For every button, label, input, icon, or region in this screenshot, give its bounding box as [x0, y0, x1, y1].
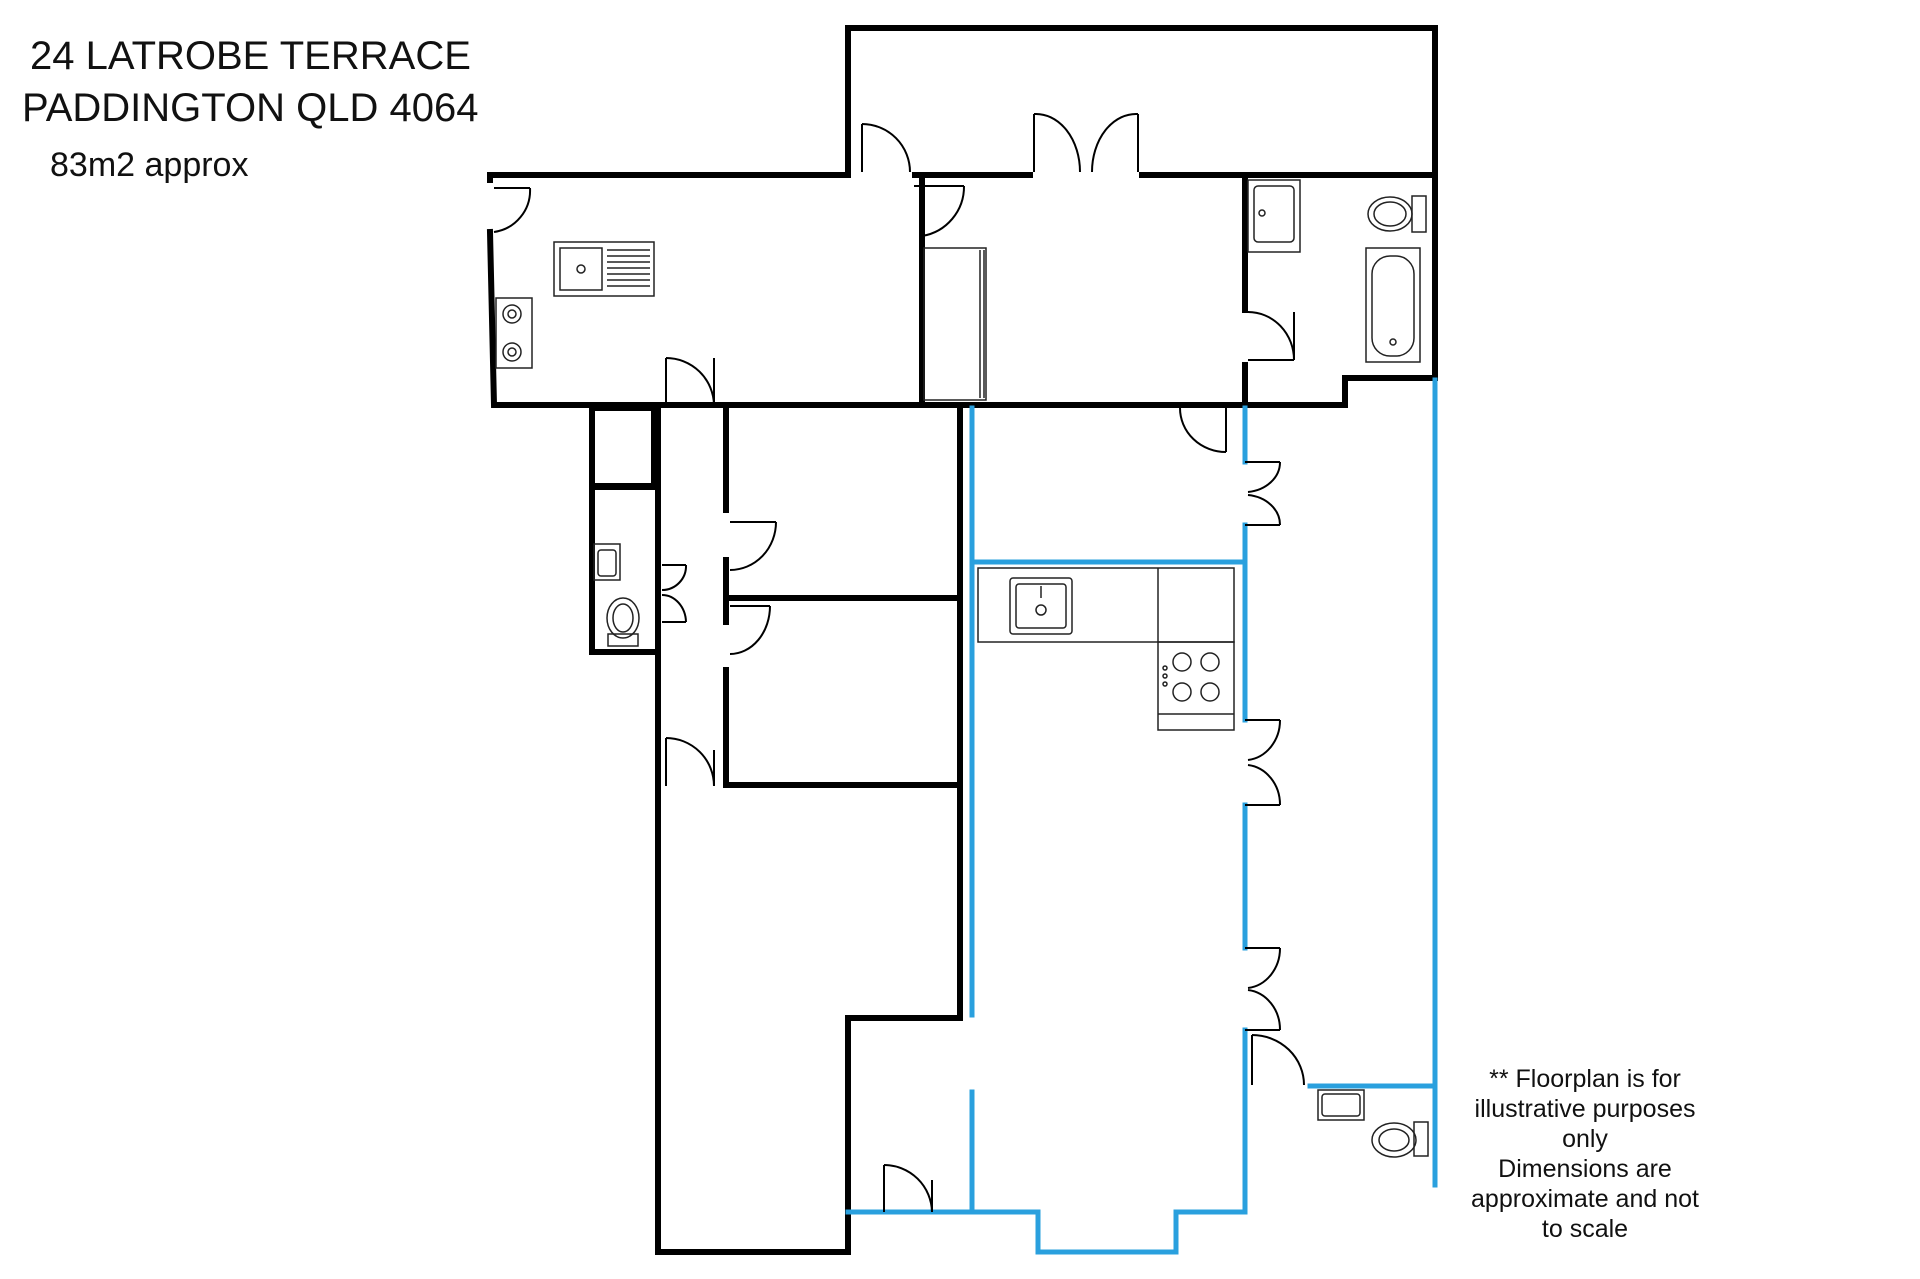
- cooktop-icon: [495, 297, 533, 369]
- bathtub-icon: [1365, 247, 1421, 363]
- hob-icon: [1158, 652, 1234, 715]
- disclaimer-line: approximate and not: [1471, 1185, 1699, 1213]
- kitchen-sink-icon: [1009, 577, 1073, 635]
- wc-basin-icon: [593, 543, 621, 581]
- basin-icon: [1247, 179, 1301, 253]
- door-bedroom-top: [1179, 407, 1227, 453]
- address-line-1: 24 LATROBE TERRACE: [30, 34, 471, 78]
- door-front: [883, 1164, 933, 1213]
- wardrobe-icon: [923, 247, 987, 401]
- door-bedroom-2: [729, 605, 771, 655]
- french-doors-top: [1033, 112, 1139, 173]
- door-ensuite: [1251, 1034, 1305, 1086]
- sink-drainer-icon: [553, 241, 655, 297]
- ensuite-toilet-icon: [1371, 1121, 1429, 1158]
- exterior-walls: [486, 25, 1438, 1255]
- extension-kitchen: [977, 567, 1235, 731]
- address-line-2: PADDINGTON QLD 4064: [22, 86, 479, 130]
- disclaimer-line: to scale: [1541, 1215, 1629, 1243]
- ensuite-fixtures: [1317, 1089, 1429, 1158]
- toilet-icon: [1367, 195, 1427, 233]
- door-kitchen-left: [493, 187, 532, 233]
- door-wc: [661, 564, 688, 623]
- disclaimer-line: ** Floorplan is for: [1489, 1065, 1681, 1093]
- french-doors-upper: [1245, 461, 1282, 526]
- floor-area: 83m2 approx: [50, 146, 249, 184]
- door-bedroom-1: [729, 521, 777, 571]
- bathroom-fixtures: [1247, 179, 1427, 363]
- french-doors-lower: [1245, 947, 1282, 1031]
- kitchen-fixtures: [495, 241, 987, 401]
- disclaimer-line: only: [1562, 1125, 1608, 1153]
- door-hallway: [665, 737, 715, 787]
- wc-toilet-icon: [606, 597, 640, 647]
- ensuite-basin-icon: [1317, 1089, 1365, 1121]
- door-top-entry: [861, 123, 911, 173]
- disclaimer-line: Dimensions are: [1498, 1155, 1672, 1183]
- wc-fixtures: [589, 405, 657, 647]
- door-kitchen-bottom: [665, 357, 715, 406]
- french-doors-middle: [1245, 719, 1282, 806]
- highlighted-walls: [845, 377, 1438, 1255]
- disclaimer-line: illustrative purposes: [1474, 1095, 1696, 1123]
- disclaimer-note: ** Floorplan is for illustrative purpose…: [1440, 1064, 1730, 1244]
- door-bathroom: [1247, 311, 1295, 361]
- door-corridor: [914, 185, 966, 237]
- interior-walls: [589, 172, 1248, 788]
- doors: [493, 112, 1305, 1213]
